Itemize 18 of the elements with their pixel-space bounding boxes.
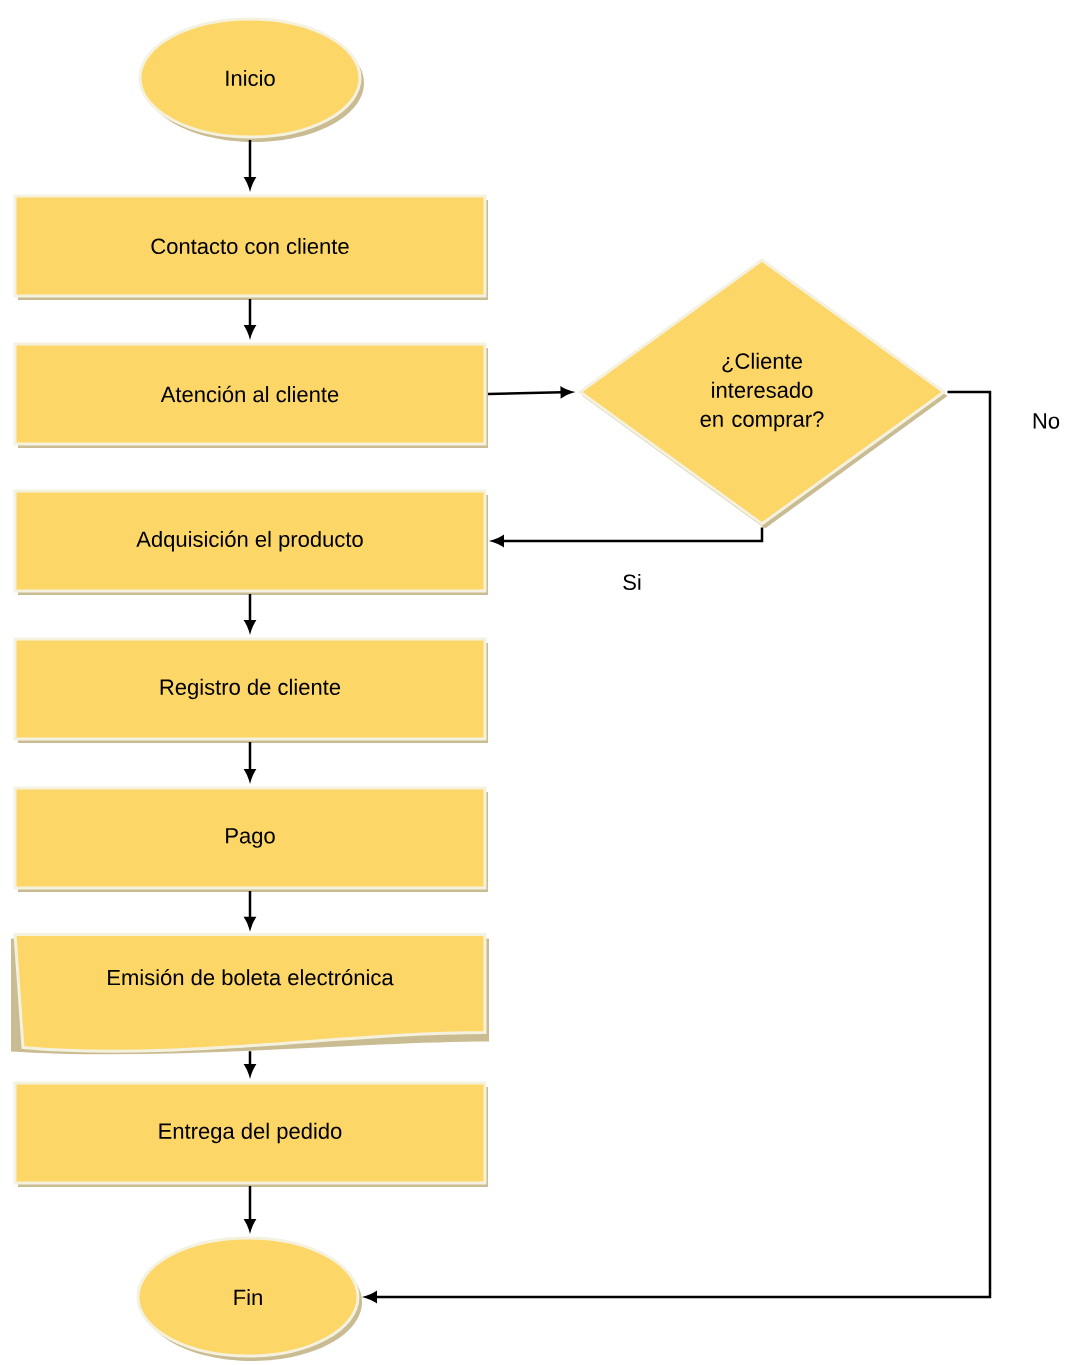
process-box: Registro de cliente [13,637,488,743]
edge-label: No [1033,413,1060,429]
arrow [244,891,256,929]
arrow [492,527,764,547]
arrow [244,140,256,189]
process-box: Atención al cliente [13,342,488,448]
arrow [244,594,256,632]
arrow [244,1051,256,1076]
arrow [244,1186,256,1231]
arrow [244,299,256,337]
process-box: Pago [13,786,488,892]
arrow [244,742,256,781]
process-box: Entrega del pedido [13,1081,488,1187]
edge-label: Si [623,573,641,591]
process-box: Contacto con cliente [13,194,488,300]
process-box: Adquisición el producto [13,489,488,595]
arrow [365,390,992,1303]
arrow [487,386,573,398]
